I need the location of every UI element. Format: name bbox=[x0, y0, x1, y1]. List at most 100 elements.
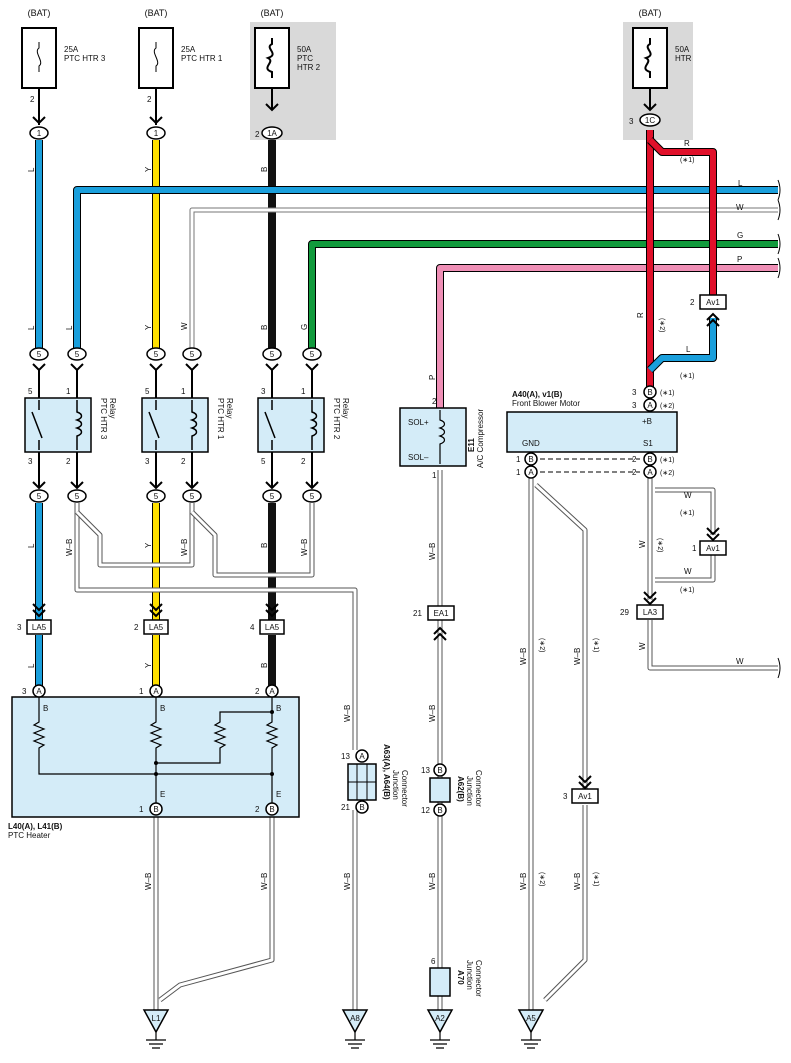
svg-text:Junction: Junction bbox=[465, 776, 474, 806]
compressor-code: E11 bbox=[467, 438, 476, 452]
svg-text:B: B bbox=[160, 704, 165, 713]
svg-text:P: P bbox=[428, 375, 437, 380]
svg-text:B: B bbox=[359, 803, 364, 812]
svg-text:W–B: W–B bbox=[343, 705, 352, 722]
svg-text:W: W bbox=[638, 540, 647, 548]
svg-text:B: B bbox=[260, 167, 269, 172]
svg-text:(∗2): (∗2) bbox=[538, 872, 545, 886]
svg-text:Relay: Relay bbox=[108, 398, 117, 418]
conn-1-htr1 bbox=[146, 126, 166, 140]
wire-p-bus bbox=[436, 264, 778, 408]
svg-text:B: B bbox=[43, 704, 48, 713]
wire-w-la3 bbox=[647, 620, 778, 671]
svg-text:SOL+: SOL+ bbox=[408, 418, 429, 427]
svg-text:(∗2): (∗2) bbox=[656, 538, 663, 552]
svg-text:(∗2): (∗2) bbox=[538, 638, 545, 652]
svg-text:A: A bbox=[647, 401, 653, 410]
svg-text:W–B: W–B bbox=[428, 873, 437, 890]
svg-text:3: 3 bbox=[145, 457, 150, 466]
svg-text:W–B: W–B bbox=[428, 543, 437, 560]
wire-wb-heater2 bbox=[158, 815, 275, 1002]
svg-text:W–B: W–B bbox=[519, 648, 528, 665]
svg-text:6: 6 bbox=[431, 957, 436, 966]
wire-wb-blower2 bbox=[534, 483, 588, 1002]
conn-1a bbox=[261, 126, 283, 140]
svg-text:3: 3 bbox=[17, 623, 22, 632]
svg-text:Connector: Connector bbox=[474, 960, 483, 997]
wire-w-bus bbox=[189, 207, 778, 355]
svg-text:B: B bbox=[269, 805, 274, 814]
conn-1-htr3 bbox=[29, 126, 49, 140]
svg-text:1: 1 bbox=[301, 387, 306, 396]
bat-label-4: (BAT) bbox=[639, 8, 662, 18]
svg-text:A: A bbox=[359, 752, 365, 761]
svg-text:L: L bbox=[686, 345, 691, 354]
svg-text:5: 5 bbox=[154, 350, 159, 359]
svg-text:A: A bbox=[153, 687, 159, 696]
svg-text:R: R bbox=[636, 312, 645, 318]
svg-text:L: L bbox=[65, 325, 74, 330]
svg-text:Connector: Connector bbox=[474, 770, 483, 807]
svg-text:Relay: Relay bbox=[225, 398, 234, 418]
svg-text:A: A bbox=[36, 687, 42, 696]
junction-a70 bbox=[429, 967, 451, 997]
svg-text:1: 1 bbox=[66, 387, 71, 396]
svg-text:W: W bbox=[180, 322, 189, 330]
svg-text:2: 2 bbox=[255, 687, 260, 696]
svg-text:12: 12 bbox=[421, 806, 430, 815]
fuse-rating-4: 50A bbox=[675, 45, 690, 54]
conn-1c bbox=[639, 113, 661, 127]
svg-text:1: 1 bbox=[516, 455, 521, 464]
conn-la3 bbox=[636, 604, 664, 620]
svg-text:A5: A5 bbox=[526, 1014, 536, 1023]
svg-text:3: 3 bbox=[563, 792, 568, 801]
svg-text:2: 2 bbox=[66, 457, 71, 466]
svg-text:A8: A8 bbox=[350, 1014, 360, 1023]
svg-text:+B: +B bbox=[642, 417, 652, 426]
fuses: (BAT) 25A PTC HTR 3 2 (BAT) 25A PTC HTR … bbox=[21, 8, 692, 139]
svg-text:3: 3 bbox=[632, 388, 637, 397]
fuse-name-1: PTC HTR 3 bbox=[64, 54, 106, 63]
svg-text:2: 2 bbox=[147, 95, 152, 104]
svg-text:5: 5 bbox=[75, 350, 80, 359]
wire-wb-relay1 bbox=[75, 503, 195, 568]
svg-text:13: 13 bbox=[341, 752, 350, 761]
junction-a70-code: A70 bbox=[456, 970, 465, 985]
svg-text:3: 3 bbox=[632, 401, 637, 410]
junction-a62 bbox=[429, 777, 451, 803]
svg-text:W–B: W–B bbox=[180, 539, 189, 556]
svg-text:Av1: Av1 bbox=[706, 544, 720, 553]
svg-text:(∗2): (∗2) bbox=[660, 470, 674, 477]
compressor-name: A/C Compressor bbox=[476, 409, 485, 468]
svg-text:1: 1 bbox=[139, 805, 144, 814]
conn-ea1 bbox=[427, 605, 455, 621]
fuse-rating-3: 50A bbox=[297, 45, 312, 54]
svg-text:2: 2 bbox=[134, 623, 139, 632]
svg-text:(∗1): (∗1) bbox=[680, 373, 694, 380]
svg-text:W–B: W–B bbox=[300, 539, 309, 556]
svg-text:2: 2 bbox=[432, 397, 437, 406]
svg-text:1A: 1A bbox=[267, 129, 277, 138]
conn-la5-2 bbox=[143, 619, 169, 635]
svg-text:2: 2 bbox=[690, 298, 695, 307]
svg-text:W–B: W–B bbox=[519, 873, 528, 890]
svg-text:(∗2): (∗2) bbox=[660, 403, 674, 410]
svg-text:2: 2 bbox=[632, 455, 637, 464]
ac-compressor bbox=[399, 407, 467, 467]
svg-text:W–B: W–B bbox=[144, 873, 153, 890]
svg-text:2: 2 bbox=[181, 457, 186, 466]
svg-text:5: 5 bbox=[37, 350, 42, 359]
fuse-rating-1: 25A bbox=[64, 45, 79, 54]
svg-text:(∗1): (∗1) bbox=[660, 390, 674, 397]
blower-name: Front Blower Motor bbox=[512, 399, 580, 408]
svg-text:Connector: Connector bbox=[400, 770, 409, 807]
svg-text:2: 2 bbox=[301, 457, 306, 466]
svg-text:L: L bbox=[27, 663, 36, 668]
svg-text:2: 2 bbox=[632, 468, 637, 477]
svg-text:1C: 1C bbox=[645, 116, 655, 125]
svg-text:W: W bbox=[684, 491, 692, 500]
svg-text:W: W bbox=[736, 203, 744, 212]
svg-text:Junction: Junction bbox=[465, 960, 474, 990]
junction-a62-code: A62(B) bbox=[456, 776, 465, 802]
